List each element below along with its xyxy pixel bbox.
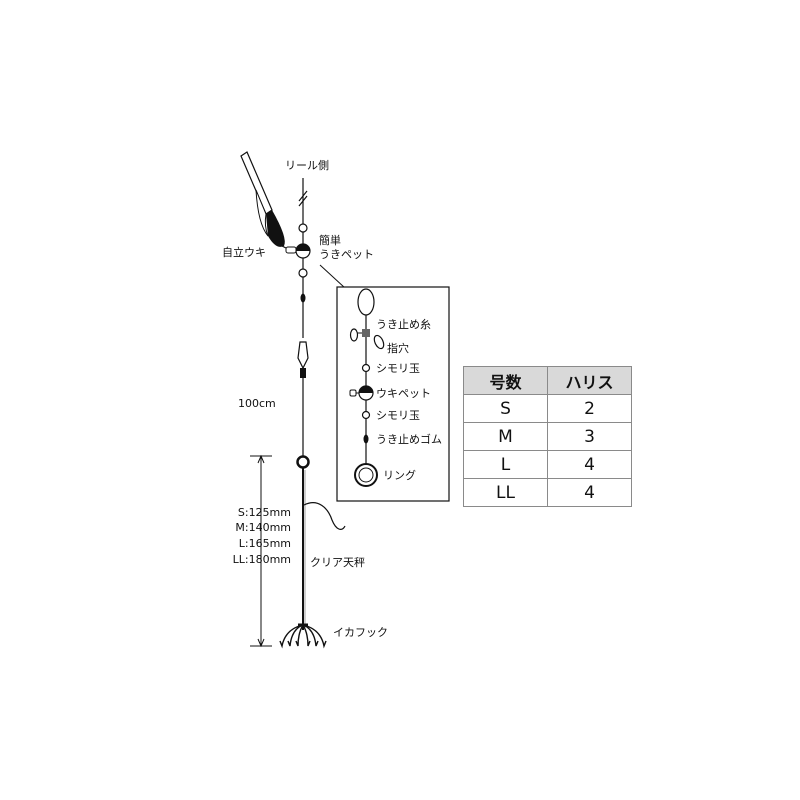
harisu-cell: 4 <box>547 478 632 507</box>
size-s-label: S:125mm <box>237 506 291 519</box>
shimori-bead-lower <box>298 268 308 278</box>
clear-balance-label: クリア天秤 <box>310 556 365 569</box>
size-l-label: L:165mm <box>238 537 291 550</box>
squid-hook-label: イカフック <box>333 626 388 639</box>
reel-side-break-mark <box>298 190 308 202</box>
reel-side-label: リール側 <box>285 159 329 172</box>
size-cell: LL <box>463 478 548 507</box>
standing-float <box>240 151 297 254</box>
table-header-row: 号数 ハリス <box>463 366 632 395</box>
harisu-cell: 2 <box>547 394 632 423</box>
float-pet-ball-dark-half <box>296 244 310 251</box>
harisu-cell: 3 <box>547 422 632 451</box>
size-table: 号数 ハリス S 2 M 3 L 4 LL 4 <box>463 366 632 507</box>
uki-pet-label: ウキペット <box>376 387 431 400</box>
float-stop-rubber <box>300 293 306 303</box>
harisu-cell: 4 <box>547 450 632 479</box>
connecting-ring <box>296 455 310 469</box>
header-size-number: 号数 <box>463 366 548 395</box>
size-cell: S <box>463 394 548 423</box>
float-stop-thread-label: うき止め糸 <box>376 318 431 331</box>
table-row: LL 4 <box>463 478 632 507</box>
size-ll-label: LL:180mm <box>232 553 291 566</box>
header-harisu: ハリス <box>547 366 632 395</box>
float-stop-rubber-label: うき止めゴム <box>376 433 442 446</box>
table-row: L 4 <box>463 450 632 479</box>
side-leader <box>303 502 346 530</box>
easy-float-pet-label-line2: うきペット <box>319 248 374 261</box>
easy-float-pet-label-line1: 簡単 <box>319 234 341 247</box>
finger-hole-label: 指穴 <box>387 342 409 355</box>
ring-label: リング <box>383 469 416 482</box>
table-row: S 2 <box>463 394 632 423</box>
length-dimension <box>250 454 272 648</box>
shimori-bead-2-label: シモリ玉 <box>376 409 420 422</box>
shimori-bead-upper <box>298 223 308 233</box>
size-cell: M <box>463 422 548 451</box>
shimori-bead-1-label: シモリ玉 <box>376 362 420 375</box>
length-100-label: 100cm <box>238 397 276 410</box>
swivel <box>297 341 309 378</box>
size-m-label: M:140mm <box>235 521 291 534</box>
standing-float-label: 自立ウキ <box>222 246 266 259</box>
size-cell: L <box>463 450 548 479</box>
squid-hook <box>279 623 327 649</box>
table-row: M 3 <box>463 422 632 451</box>
reel-side-break-mark-2 <box>298 195 308 207</box>
detail-box <box>319 264 450 502</box>
